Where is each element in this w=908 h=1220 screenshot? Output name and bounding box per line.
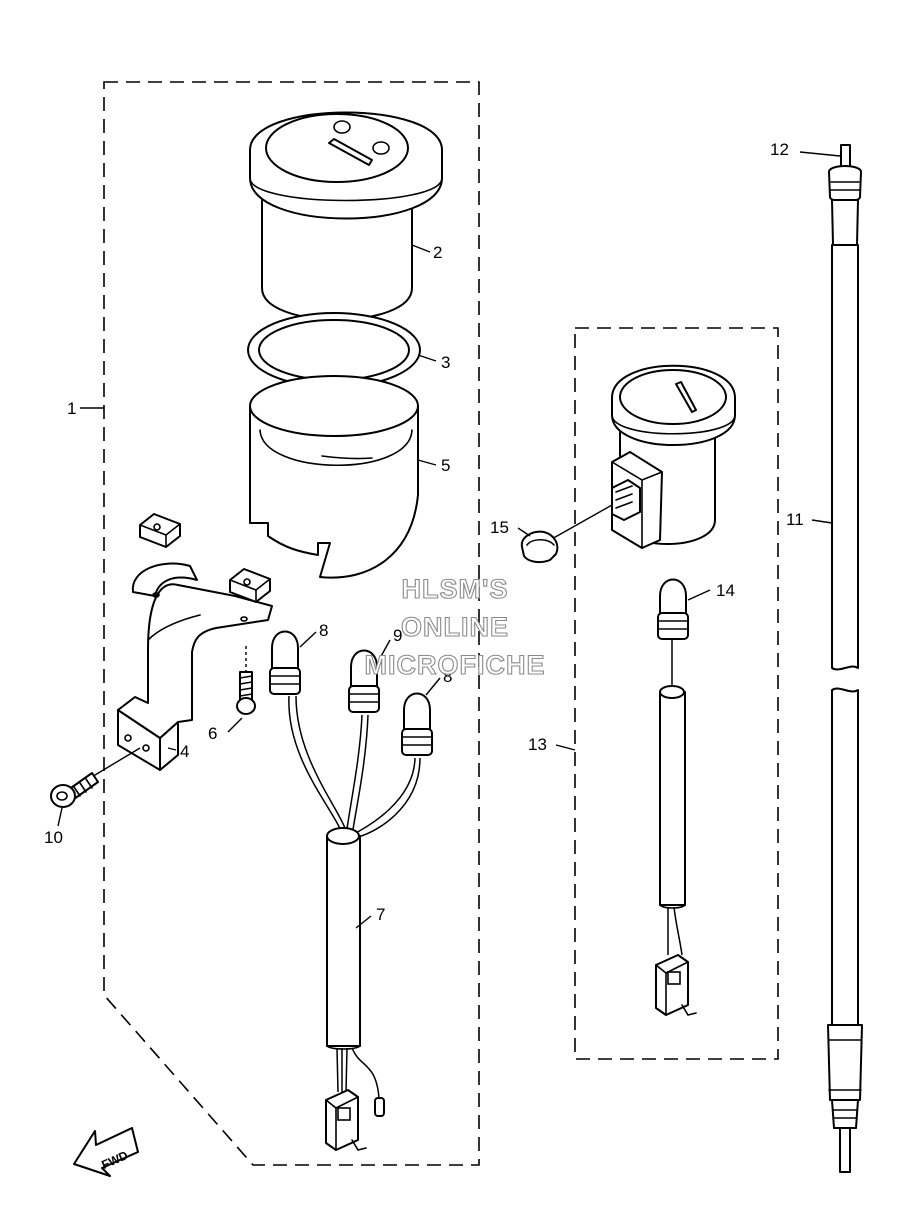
callout-7: 7 xyxy=(376,905,385,924)
callout-2: 2 xyxy=(433,243,442,262)
leader-lines xyxy=(57,151,841,929)
watermark-line-2: ONLINE xyxy=(401,612,509,642)
watermark: HLSM'S ONLINE MICROFICHE xyxy=(364,573,546,680)
cap-part-15 xyxy=(520,504,613,564)
bulb-harness-part-14 xyxy=(655,578,697,1016)
watermark-line-1: HLSM'S xyxy=(402,574,509,604)
cover-part-5 xyxy=(249,375,419,579)
screw-part-6 xyxy=(236,646,256,715)
o-ring-part-3 xyxy=(247,312,421,388)
bulb-part-9 xyxy=(348,649,380,713)
watermark-line-3: MICROFICHE xyxy=(365,650,546,680)
clip-nut-lower xyxy=(229,568,271,603)
bulb-part-8-left xyxy=(269,630,301,695)
callout-14: 14 xyxy=(716,581,735,600)
callout-labels: 1 2 3 4 5 6 7 8 8 9 10 11 12 13 14 15 xyxy=(44,140,804,924)
callout-1: 1 xyxy=(67,399,76,418)
callout-8-right: 8 xyxy=(443,667,452,686)
callout-8-left: 8 xyxy=(319,621,328,640)
callout-11: 11 xyxy=(786,510,804,529)
callout-6: 6 xyxy=(208,724,217,743)
callout-5: 5 xyxy=(441,456,450,475)
bolt-part-10 xyxy=(50,747,141,808)
callout-9: 9 xyxy=(393,626,402,645)
callout-10: 10 xyxy=(44,828,63,847)
cable-part-11 xyxy=(827,144,863,1173)
gauge-part-2 xyxy=(249,111,443,321)
fwd-direction-arrow: FWD xyxy=(73,1127,139,1177)
bulb-part-8-right xyxy=(401,692,433,756)
wiring-harness-part-7 xyxy=(288,695,421,1151)
clip-nut-upper xyxy=(139,513,181,548)
small-gauge-part-13 xyxy=(611,364,736,549)
callout-13: 13 xyxy=(528,735,547,754)
bracket-part-4 xyxy=(117,562,273,771)
callout-15: 15 xyxy=(490,518,509,537)
callout-3: 3 xyxy=(441,353,450,372)
callout-12: 12 xyxy=(770,140,789,159)
callout-4: 4 xyxy=(180,742,189,761)
assembly-13-group-outline xyxy=(574,327,779,1060)
assembly-1-group-outline xyxy=(103,81,480,1166)
